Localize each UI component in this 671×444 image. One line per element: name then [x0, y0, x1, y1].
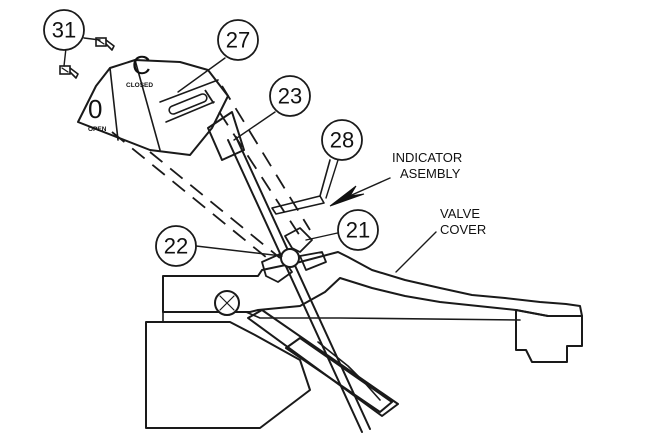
balloon-28: 28: [321, 119, 363, 161]
balloon-31: 31: [43, 9, 85, 51]
stem-seal-housing: [261, 227, 327, 283]
indicator-stem: [207, 111, 371, 433]
svg-text:21: 21: [346, 218, 370, 243]
indicator-cap: C CLOSED 0 OPEN: [77, 50, 229, 156]
balloon-23: 23: [269, 75, 311, 117]
svg-text:23: 23: [278, 84, 302, 109]
cap-screws: [59, 37, 115, 79]
balloon-27: 27: [217, 19, 259, 61]
indicator-label: INDICATOR: [392, 150, 462, 165]
stem-ball: [280, 248, 300, 268]
svg-text:27: 27: [226, 28, 250, 53]
spring-clip: [271, 159, 331, 215]
balloon-21: 21: [337, 209, 379, 251]
leader-lines: [63, 37, 437, 273]
screw-upper: [95, 37, 115, 51]
svg-text:22: 22: [164, 234, 188, 259]
open-indicator-letter: 0: [88, 94, 102, 124]
valve-disc-arm: [247, 309, 399, 417]
valve-label: VALVE: [440, 206, 480, 221]
closed-indicator-letter: C: [132, 50, 151, 80]
closed-indicator-caption: CLOSED: [126, 82, 153, 89]
svg-text:31: 31: [52, 18, 76, 43]
indicator-assembly-callout: INDICATOR ASEMBLY: [392, 150, 462, 181]
cover-label: COVER: [440, 222, 486, 237]
screw-lower: [59, 65, 79, 79]
valve-cover-callout: VALVE COVER: [440, 206, 486, 237]
balloon-22: 22: [155, 225, 197, 267]
svg-text:28: 28: [330, 128, 354, 153]
open-indicator-caption: OPEN: [88, 126, 107, 133]
assembly-label: ASEMBLY: [400, 166, 461, 181]
